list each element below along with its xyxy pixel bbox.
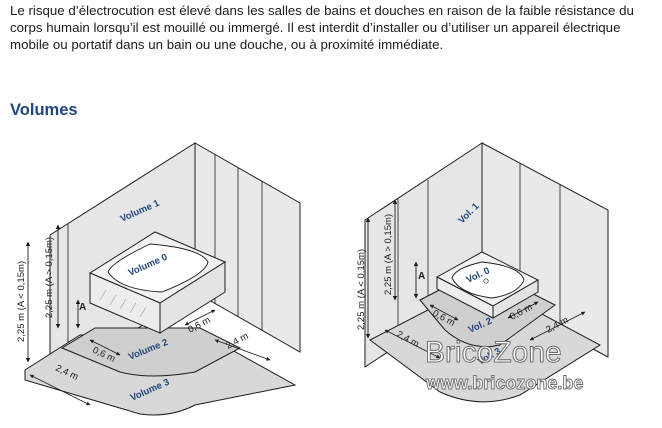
bath-height-lt-label: 2,25 m (A < 0,15m) xyxy=(16,261,27,342)
section-heading: Volumes xyxy=(10,101,78,119)
shower-a-label: A xyxy=(418,271,425,282)
shower-tray-side xyxy=(492,279,539,319)
watermark-url: www.bricozone.be xyxy=(425,373,583,393)
shower-height-lt-label: 2,25 m (A < 0,15m) xyxy=(356,249,367,330)
bath-height-gt-label: 2,25 m (A > 0,15m) xyxy=(44,237,55,318)
shower-diagram: Vol. 1 Vol. 0 Vol. 2 Vol. 3 2,25 m (A < … xyxy=(356,142,609,403)
watermark-name: BricoZone xyxy=(425,336,562,369)
bath-tub-basin xyxy=(107,243,209,293)
bath-tub-side xyxy=(159,261,226,334)
bath-side-wall xyxy=(194,142,301,353)
bath-a-label: A xyxy=(79,302,86,313)
intro-text: Le risque d’électrocution est élevé dans… xyxy=(10,3,634,53)
bath-diagram: Volume 1 Volume 0 Volume 2 Volume 3 2,25… xyxy=(16,142,301,416)
shower-height-gt-label: 2,25 m (A > 0,15m) xyxy=(383,214,394,295)
